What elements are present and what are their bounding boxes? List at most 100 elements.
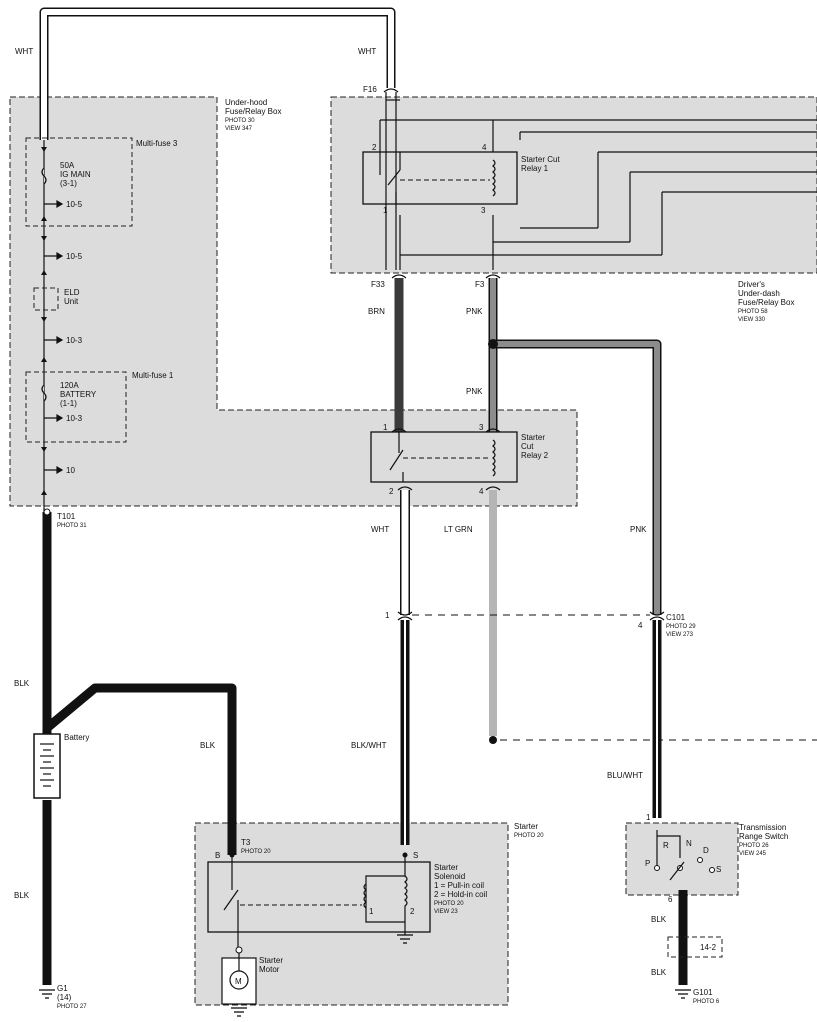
underdash-fuse-relay-box xyxy=(330,96,817,274)
underdash-title-2: Under-dash xyxy=(738,289,780,298)
relay1-pin3: 3 xyxy=(481,206,486,215)
solenoid-pullin: 1 = Pull-in coil xyxy=(434,881,484,890)
relay2-pin3: 3 xyxy=(479,423,484,432)
solenoid-holdin: 2 = Hold-in coil xyxy=(434,890,487,899)
label-c101: C101 xyxy=(666,613,686,622)
starter-cut-relay-1 xyxy=(362,151,518,205)
label-pnk-lower: PNK xyxy=(466,387,483,396)
relay2-title-2: Cut xyxy=(521,442,534,451)
relay1-title-2: Relay 1 xyxy=(521,164,549,173)
fuse-50a-symbol xyxy=(41,167,47,185)
motor-title-1: Starter xyxy=(259,956,283,965)
trs-s: S xyxy=(716,865,721,874)
label-multifuse3: Multi-fuse 3 xyxy=(136,139,178,148)
solenoid-title-2: Solenoid xyxy=(434,872,465,881)
trs-r: R xyxy=(663,841,669,850)
starter-photo: PHOTO 20 xyxy=(514,833,544,839)
label-battery: Battery xyxy=(64,733,89,742)
label-pnk-upper: PNK xyxy=(466,307,483,316)
label-t3: T3 xyxy=(241,838,251,847)
underdash-internal-wiring xyxy=(379,92,817,270)
starter-title: Starter xyxy=(514,822,538,831)
underhood-title-2: Fuse/Relay Box xyxy=(225,107,281,116)
battery-symbol xyxy=(33,733,61,799)
label-blk-trs-lower: BLK xyxy=(651,968,667,977)
underdash-title-1: Driver's xyxy=(738,280,765,289)
relay1-pin2: 2 xyxy=(372,143,377,152)
multi-fuse-1 xyxy=(25,371,127,443)
underhood-view: VIEW 347 xyxy=(225,126,253,132)
label-f33: F33 xyxy=(371,280,385,289)
motor-title-2: Motor xyxy=(259,965,280,974)
label-ref-103a: 10-3 xyxy=(66,336,83,345)
splice-pnk xyxy=(488,339,498,349)
underdash-title-3: Fuse/Relay Box xyxy=(738,298,794,307)
multi-fuse-3 xyxy=(25,137,133,227)
label-fuse50-3: (3-1) xyxy=(60,179,77,188)
underhood-photo: PHOTO 30 xyxy=(225,118,255,124)
relay2-pin4: 4 xyxy=(479,487,484,496)
motor-m: M xyxy=(235,977,242,986)
relay1-title-1: Starter Cut xyxy=(521,155,560,164)
connector-marks xyxy=(383,88,665,621)
label-blk-wht: BLK/WHT xyxy=(351,741,387,750)
label-fuse50-1: 50A xyxy=(60,161,75,170)
coil2-label: 2 xyxy=(410,907,415,916)
label-ref-10: 10 xyxy=(66,466,75,475)
label-g101-photo: PHOTO 6 xyxy=(693,999,720,1005)
trs-d: D xyxy=(703,846,709,855)
wire-blk-to-starter xyxy=(44,683,237,855)
relay1-pin4: 4 xyxy=(482,143,487,152)
trs-pin6: 6 xyxy=(668,895,673,904)
label-blk-upper: BLK xyxy=(14,679,30,688)
range-switch-symbol xyxy=(654,830,715,881)
trs-pin1: 1 xyxy=(646,813,651,822)
starter-motor xyxy=(221,946,257,1005)
label-c101-photo: PHOTO 29 xyxy=(666,624,696,630)
ground-symbols xyxy=(39,934,691,1017)
trs-title-2: Range Switch xyxy=(739,832,788,841)
coil1-label: 1 xyxy=(369,907,374,916)
underhood-fuse-relay-box xyxy=(9,96,578,507)
underdash-photo: PHOTO 58 xyxy=(738,309,768,315)
label-fuse50-2: IG MAIN xyxy=(60,170,91,179)
label-c101-view: VIEW 273 xyxy=(666,632,694,638)
t101-terminal xyxy=(43,508,51,516)
label-pnk-right: PNK xyxy=(630,525,647,534)
starter-cut-relay-2 xyxy=(370,431,518,483)
solenoid-photo: PHOTO 20 xyxy=(434,901,464,907)
underhood-title-1: Under-hood xyxy=(225,98,267,107)
trs-photo: PHOTO 26 xyxy=(739,843,769,849)
trs-p: P xyxy=(645,859,650,868)
vertical-terminal-marks xyxy=(41,147,47,495)
splice-lt-grn xyxy=(489,736,497,744)
c101-pin4: 4 xyxy=(638,621,643,630)
eld-unit xyxy=(33,287,59,311)
label-eld-1: ELD xyxy=(64,288,80,297)
ref-14-2-box xyxy=(667,936,723,958)
label-f16: F16 xyxy=(363,85,377,94)
relay2-title-3: Relay 2 xyxy=(521,451,549,460)
starter-solenoid xyxy=(207,852,431,950)
label-g1-photo: PHOTO 27 xyxy=(57,1004,87,1010)
trs-view: VIEW 245 xyxy=(739,851,767,857)
label-wht-top-left: WHT xyxy=(15,47,33,56)
label-ref-103b: 10-3 xyxy=(66,414,83,423)
label-wht-top-right: WHT xyxy=(358,47,376,56)
trs-n: N xyxy=(686,839,692,848)
transmission-range-switch-box xyxy=(625,822,739,896)
label-ref-14-2: 14-2 xyxy=(700,943,717,952)
label-wht-mid: WHT xyxy=(371,525,389,534)
solenoid-view: VIEW 23 xyxy=(434,909,458,915)
label-brn: BRN xyxy=(368,307,385,316)
c101-pin1: 1 xyxy=(385,611,390,620)
label-s-terminal: S xyxy=(413,851,418,860)
label-g1-num: (14) xyxy=(57,993,72,1002)
trs-title-1: Transmission xyxy=(739,823,786,832)
label-eld-2: Unit xyxy=(64,297,79,306)
label-ref-105b: 10-5 xyxy=(66,252,83,261)
label-fuse120-2: BATTERY xyxy=(60,390,97,399)
label-f3: F3 xyxy=(475,280,485,289)
label-blk-mid: BLK xyxy=(200,741,216,750)
